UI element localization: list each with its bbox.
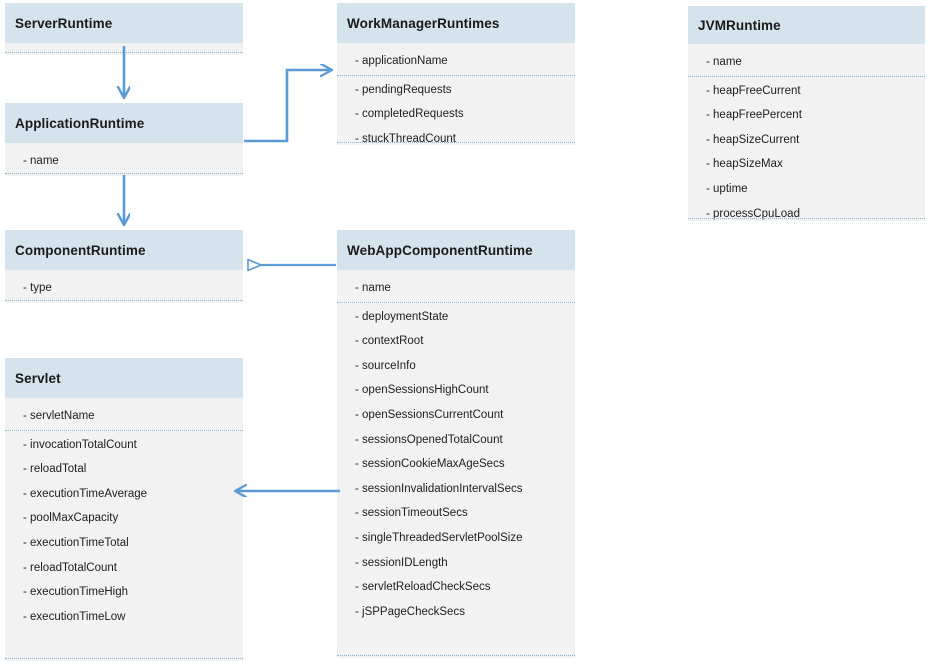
uml-class-name-server-runtime: ServerRuntime xyxy=(5,3,243,43)
uml-attribute: - deploymentState xyxy=(355,310,449,323)
uml-attribute: - reloadTotal xyxy=(23,463,87,476)
uml-body-footer-rule xyxy=(337,142,575,143)
uml-class-server-runtime[interactable]: ServerRuntime xyxy=(5,3,243,55)
uml-class-servlet[interactable]: Servlet - servletName - invocationTotalCou… xyxy=(5,358,243,661)
uml-attribute: - heapFreeCurrent xyxy=(706,84,801,97)
uml-class-name-application-runtime: ApplicationRuntime xyxy=(5,103,243,143)
uml-attribute-separator xyxy=(688,75,925,77)
uml-attribute: - poolMaxCapacity xyxy=(23,512,119,525)
uml-attribute: - executionTimeLow xyxy=(23,610,126,623)
uml-attribute: - name xyxy=(23,155,59,167)
uml-attribute: - openSessionsHighCount xyxy=(355,384,489,397)
uml-class-name-work-manager-runtimes: WorkManagerRuntimes xyxy=(337,3,575,43)
uml-attribute-separator xyxy=(337,74,575,76)
uml-attribute: - name xyxy=(706,56,742,68)
uml-attribute: - name xyxy=(355,282,391,294)
uml-attribute: - reloadTotalCount xyxy=(23,561,117,574)
uml-class-name-component-runtime: ComponentRuntime xyxy=(5,230,243,270)
uml-attribute: - stuckThreadCount xyxy=(355,132,456,145)
uml-attribute: - sourceInfo xyxy=(355,359,416,372)
uml-attribute: - processCpuLoad xyxy=(706,207,800,220)
uml-class-web-app-component-runtime[interactable]: WebAppComponentRuntime - name - deployment… xyxy=(337,230,575,658)
uml-body-footer-rule xyxy=(337,655,575,656)
uml-body-footer-rule xyxy=(5,658,243,659)
uml-attribute: - completedRequests xyxy=(355,108,464,121)
uml-attribute: - applicationName xyxy=(355,55,448,67)
uml-attribute: - singleThreadedServletPoolSize xyxy=(355,531,523,544)
uml-attributes-jvm-runtime: - name - heapFreeCurrent - heapFreePercent… xyxy=(688,44,925,221)
uml-attribute: - type xyxy=(23,282,52,294)
uml-attribute: - sessionCookieMaxAgeSecs xyxy=(355,458,505,471)
uml-class-jvm-runtime[interactable]: JVMRuntime - name - heapFreeCurrent - heapF… xyxy=(688,6,925,221)
uml-body-footer-rule xyxy=(5,52,243,53)
uml-class-work-manager-runtimes[interactable]: WorkManagerRuntimes - applicationName - pe… xyxy=(337,3,575,145)
uml-attribute: - openSessionsCurrentCount xyxy=(355,408,504,421)
uml-attributes-server-runtime xyxy=(5,43,243,55)
uml-attribute: - executionTimeHigh xyxy=(23,586,129,599)
uml-attribute: - sessionInvalidationIntervalSecs xyxy=(355,482,523,495)
uml-body-footer-rule xyxy=(5,300,243,301)
uml-attribute-separator xyxy=(5,429,243,431)
uml-body-footer-rule xyxy=(688,218,925,219)
uml-class-component-runtime[interactable]: ComponentRuntime - type xyxy=(5,230,243,303)
uml-attribute-separator xyxy=(337,301,575,303)
uml-attribute: - pendingRequests xyxy=(355,83,452,96)
uml-attribute: - uptime xyxy=(706,182,748,195)
uml-attribute: - sessionIDLength xyxy=(355,556,448,569)
uml-attribute: - executionTimeTotal xyxy=(23,536,129,549)
uml-attributes-component-runtime: - type xyxy=(5,270,243,303)
uml-attribute: - jSPPageCheckSecs xyxy=(355,605,465,618)
uml-attribute: - sessionsOpenedTotalCount xyxy=(355,433,503,446)
uml-class-name-servlet: Servlet xyxy=(5,358,243,398)
uml-class-name-jvm-runtime: JVMRuntime xyxy=(688,6,925,44)
uml-attributes-servlet: - servletName - invocationTotalCount - rel… xyxy=(5,398,243,661)
uml-class-name-web-app-component-runtime: WebAppComponentRuntime xyxy=(337,230,575,270)
uml-attributes-web-app-component-runtime: - name - deploymentState - contextRoot - so… xyxy=(337,270,575,658)
uml-attribute: - heapSizeMax xyxy=(706,158,783,171)
uml-attribute: - invocationTotalCount xyxy=(23,438,137,451)
uml-attribute: - heapFreePercent xyxy=(706,109,802,122)
uml-attribute: - contextRoot xyxy=(355,335,424,348)
connector-application-to-workmanager xyxy=(244,70,331,143)
uml-attribute: - executionTimeAverage xyxy=(23,487,148,500)
uml-attribute: - servletName xyxy=(23,410,95,422)
uml-attributes-work-manager-runtimes: - applicationName - pendingRequests - comp… xyxy=(337,43,575,145)
uml-attribute: - heapSizeCurrent xyxy=(706,133,800,146)
uml-attribute: - servletReloadCheckSecs xyxy=(355,581,491,594)
uml-attribute: - sessionTimeoutSecs xyxy=(355,507,468,520)
uml-attributes-application-runtime: - name xyxy=(5,143,243,176)
uml-class-application-runtime[interactable]: ApplicationRuntime - name xyxy=(5,103,243,176)
uml-body-footer-rule xyxy=(5,173,243,174)
